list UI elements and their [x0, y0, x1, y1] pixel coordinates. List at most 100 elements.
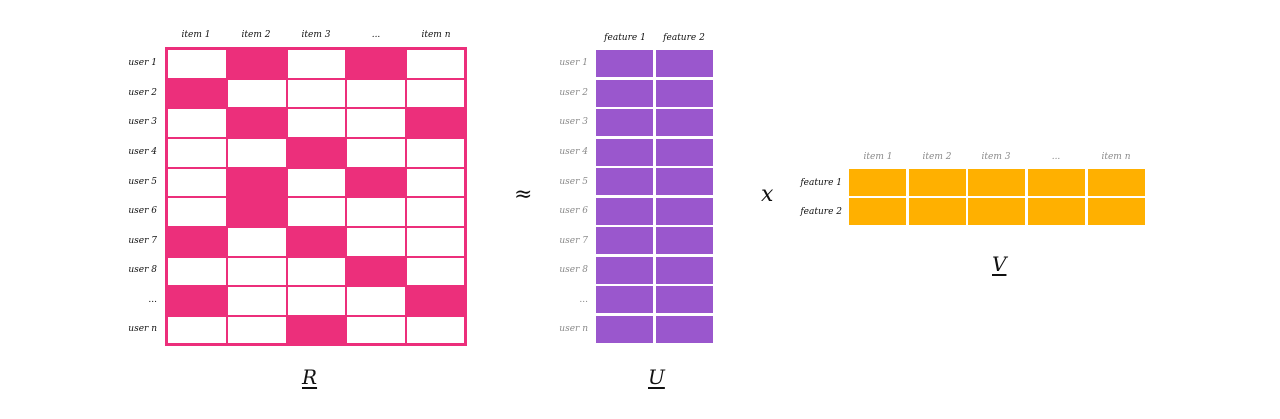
approximately-equal-symbol: ≈ — [514, 182, 533, 207]
r-cell-empty — [406, 257, 465, 286]
r-cell-empty — [346, 227, 406, 257]
r-cell-rated — [406, 108, 465, 138]
v-cell — [909, 169, 966, 196]
v-column-header: item 1 — [863, 152, 893, 162]
u-cell — [596, 109, 653, 136]
r-cell-empty — [346, 108, 406, 138]
u-row-label: user 2 — [559, 88, 588, 98]
r-cell-empty — [406, 138, 465, 168]
v-row-label: feature 2 — [800, 207, 842, 217]
r-row-label: user 5 — [128, 177, 157, 187]
r-cell-empty — [406, 79, 465, 108]
r-cell-empty — [287, 168, 346, 197]
v-column-header: item n — [1101, 152, 1131, 162]
u-cell — [656, 50, 713, 77]
u-cell — [596, 139, 653, 166]
r-ratings-matrix — [165, 47, 467, 346]
u-cell — [656, 227, 713, 254]
v-column-header: item 2 — [922, 152, 952, 162]
r-cell-rated — [167, 286, 227, 316]
r-cell-empty — [167, 138, 227, 168]
r-cell-empty — [227, 316, 287, 344]
r-cell-empty — [406, 49, 465, 79]
u-cell — [656, 286, 713, 313]
r-matrix-name: R — [302, 365, 318, 389]
u-row-label: user 7 — [559, 236, 588, 246]
u-cell — [596, 316, 653, 343]
u-cell — [656, 168, 713, 195]
r-cell-empty — [167, 316, 227, 344]
r-row-label: ... — [148, 295, 157, 305]
u-row-label: user 1 — [559, 58, 588, 68]
r-column-header: ... — [371, 30, 381, 40]
r-cell-rated — [346, 49, 406, 79]
multiplication-symbol: x — [761, 182, 774, 207]
r-cell-empty — [227, 286, 287, 316]
r-row-label: user 3 — [128, 117, 157, 127]
u-row-label: user 5 — [559, 177, 588, 187]
u-cell — [596, 168, 653, 195]
v-cell — [849, 169, 906, 196]
r-cell-empty — [167, 108, 227, 138]
u-matrix-name: U — [648, 365, 665, 389]
v-cell — [1088, 198, 1145, 225]
r-cell-empty — [406, 227, 465, 257]
r-cell-empty — [287, 79, 346, 108]
u-row-label: user 4 — [559, 147, 588, 157]
r-cell-empty — [287, 257, 346, 286]
r-cell-empty — [227, 227, 287, 257]
r-row-label: user 4 — [128, 147, 157, 157]
r-row-label: user 2 — [128, 88, 157, 98]
r-cell-empty — [346, 79, 406, 108]
r-cell-rated — [167, 227, 227, 257]
r-column-header: item 1 — [181, 30, 211, 40]
r-cell-rated — [346, 257, 406, 286]
r-cell-empty — [167, 49, 227, 79]
r-row-label: user n — [128, 324, 157, 334]
r-cell-empty — [167, 197, 227, 227]
r-cell-empty — [346, 286, 406, 316]
r-cell-rated — [227, 108, 287, 138]
r-cell-empty — [406, 168, 465, 197]
r-cell-empty — [346, 138, 406, 168]
r-cell-empty — [287, 49, 346, 79]
v-cell — [968, 198, 1025, 225]
r-cell-empty — [287, 108, 346, 138]
r-cell-empty — [227, 257, 287, 286]
r-cell-empty — [287, 286, 346, 316]
u-row-label: ... — [579, 295, 588, 305]
v-column-header: ... — [1051, 152, 1061, 162]
r-cell-empty — [346, 197, 406, 227]
u-cell — [656, 198, 713, 225]
u-column-header: feature 2 — [663, 33, 705, 43]
r-cell-empty — [287, 197, 346, 227]
r-row-label: user 6 — [128, 206, 157, 216]
u-column-header: feature 1 — [604, 33, 646, 43]
v-cell — [968, 169, 1025, 196]
r-cell-empty — [406, 316, 465, 344]
v-cell — [1088, 169, 1145, 196]
r-cell-rated — [227, 49, 287, 79]
r-cell-rated — [406, 286, 465, 316]
u-row-label: user 6 — [559, 206, 588, 216]
r-cell-empty — [227, 138, 287, 168]
r-cell-rated — [287, 138, 346, 168]
u-row-label: user n — [559, 324, 588, 334]
v-column-header: item 3 — [981, 152, 1011, 162]
u-row-label: user 8 — [559, 265, 588, 275]
v-cell — [1028, 169, 1085, 196]
r-column-header: item 3 — [301, 30, 331, 40]
r-row-label: user 7 — [128, 236, 157, 246]
r-cell-empty — [346, 316, 406, 344]
r-cell-empty — [227, 79, 287, 108]
u-cell — [596, 227, 653, 254]
v-row-label: feature 1 — [800, 178, 842, 188]
u-cell — [656, 139, 713, 166]
v-cell — [849, 198, 906, 225]
u-cell — [656, 316, 713, 343]
r-cell-empty — [167, 168, 227, 197]
u-cell — [656, 80, 713, 107]
r-row-label: user 1 — [128, 58, 157, 68]
u-cell — [596, 80, 653, 107]
